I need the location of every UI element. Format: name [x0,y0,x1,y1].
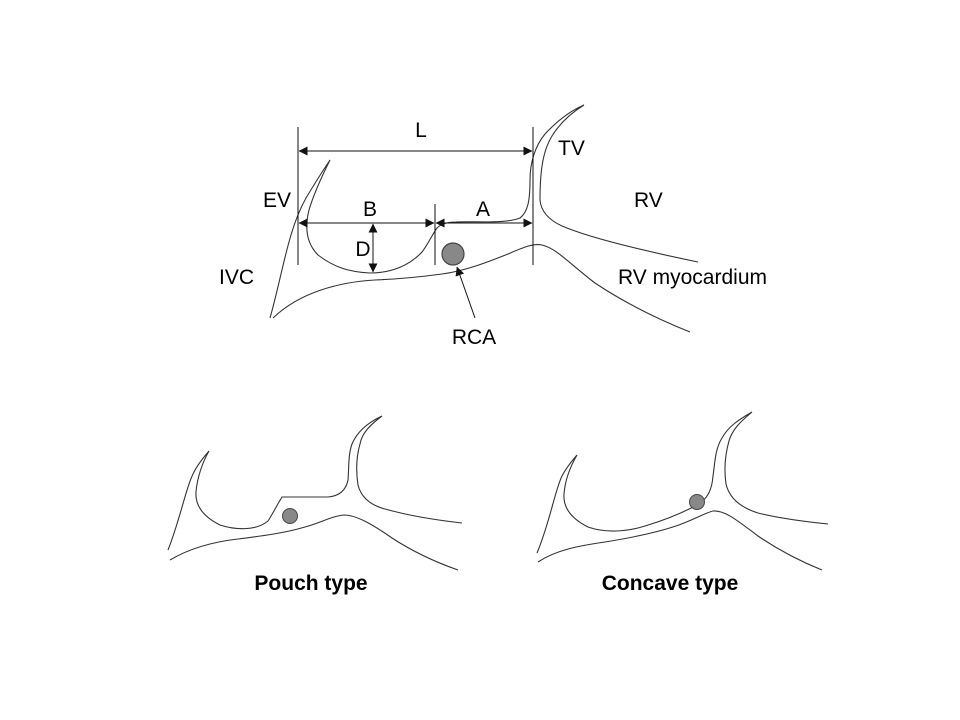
concave-upper-outline [536,411,829,554]
rv-myocardium-outline [272,244,691,333]
pouch-upper-outline [167,415,463,551]
caption-concave-type: Concave type [602,572,739,595]
label-EV: EV [263,189,291,212]
label-RCA: RCA [452,326,496,349]
caption-pouch-type: Pouch type [254,572,367,595]
label-IVC: IVC [219,266,254,289]
label-D: D [355,238,370,261]
concave-lower-outline [537,510,823,571]
label-A: A [476,198,490,221]
label-rv-myocardium: RV myocardium [618,266,767,289]
concave-type-diagram: Concave type [536,411,829,595]
label-B: B [363,198,377,221]
main-diagram: L TV EV B A RV D IVC RV myocardium RCA [219,104,767,349]
pouch-lower-outline [169,514,459,571]
label-TV: TV [558,137,585,160]
rca-pointer-arrow [455,266,476,319]
label-RV: RV [634,189,663,212]
label-L: L [415,119,427,142]
pouch-type-diagram: Pouch type [167,415,463,595]
rca-circle [441,242,465,266]
concave-rca-circle [689,494,705,510]
pouch-rca-circle [282,508,298,524]
